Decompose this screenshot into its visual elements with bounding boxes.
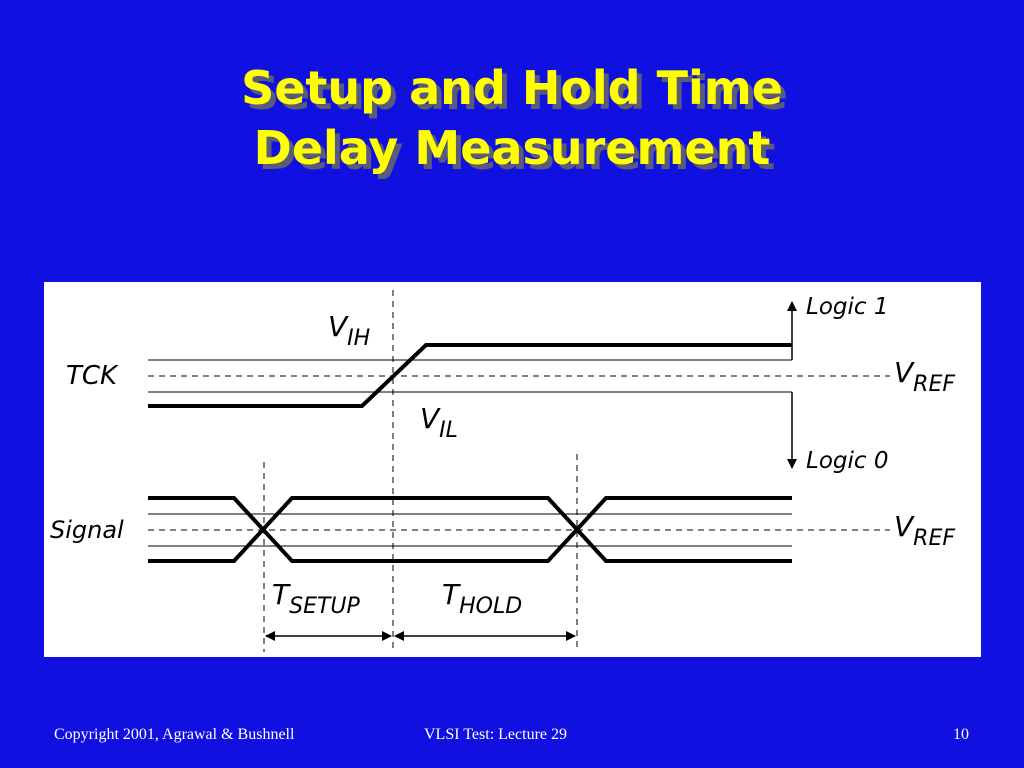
title-line-1: Setup and Hold Time xyxy=(241,61,783,115)
vih-label: VIH xyxy=(328,310,370,351)
footer-copyright: Copyright 2001, Agrawal & Bushnell xyxy=(54,726,295,743)
vil-label: VIL xyxy=(420,402,458,443)
tck-waveform xyxy=(148,343,792,408)
thold-label: THOLD xyxy=(442,578,522,619)
vref-bottom-label: VREF xyxy=(894,510,955,551)
logic1-label: Logic 1 xyxy=(806,294,888,320)
signal-waveform-upper xyxy=(148,496,792,563)
tck-label: TCK xyxy=(66,361,119,391)
footer-lecture: VLSI Test: Lecture 29 xyxy=(424,726,567,743)
footer-page-number: 10 xyxy=(953,726,969,743)
signal-label: Signal xyxy=(50,516,124,544)
timing-diagram: TCK Signal VIH VIL VREF VREF Logic 1 Log… xyxy=(50,290,955,652)
title-line-2: Delay Measurement xyxy=(253,121,771,175)
vref-top-label: VREF xyxy=(894,356,955,397)
logic0-label: Logic 0 xyxy=(806,448,888,474)
tsetup-label: TSETUP xyxy=(272,578,361,619)
signal-waveform-lower xyxy=(148,496,792,563)
timing-diagram-panel: TCK Signal VIH VIL VREF VREF Logic 1 Log… xyxy=(44,282,981,657)
slide-title: Setup and Hold Time Delay Measurement xyxy=(0,58,1024,178)
